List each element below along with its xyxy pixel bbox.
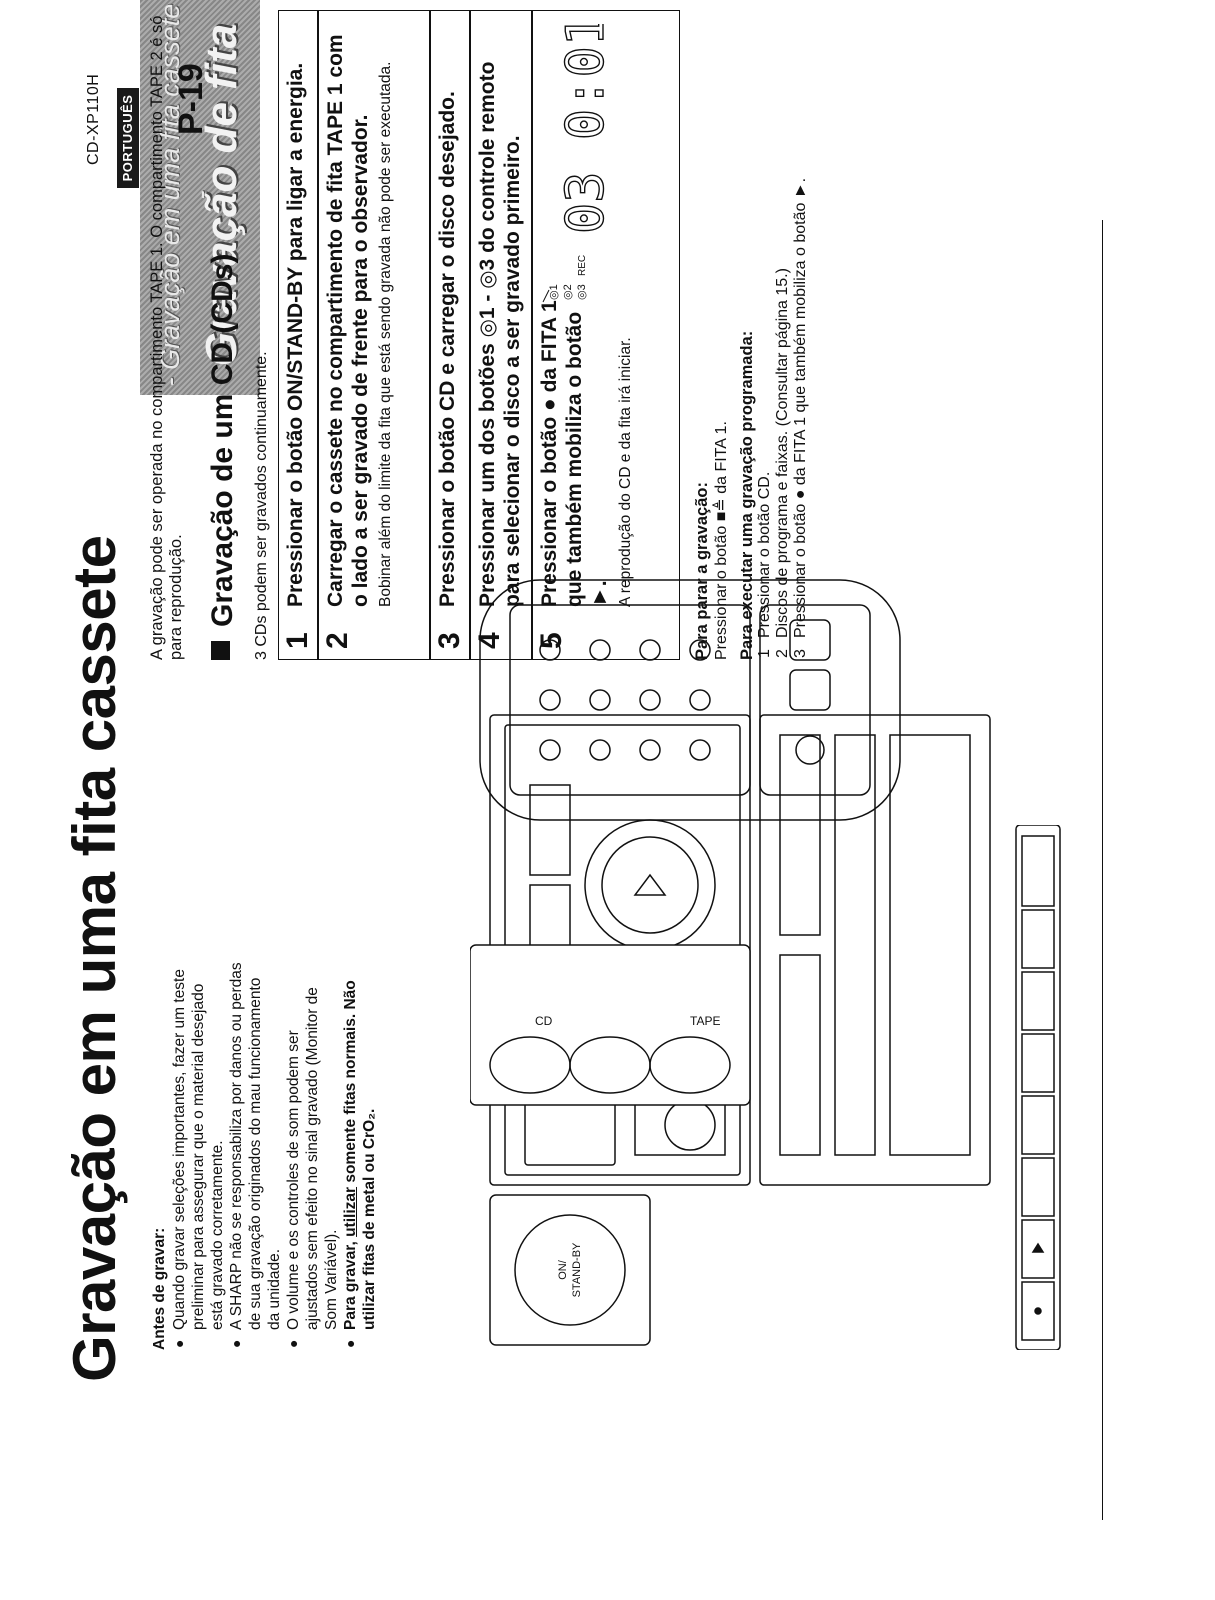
remote-button — [589, 639, 611, 661]
remote-button — [639, 689, 661, 711]
cd-label: CD — [535, 1014, 553, 1028]
bullet-icon: ● — [342, 1339, 358, 1348]
step-text: Pressionar o botão ● da FITA 1 que també… — [538, 300, 611, 607]
tape-door-1 — [779, 954, 821, 1156]
remote-button-disc1 — [539, 739, 561, 761]
step-text: Pressionar o botão ON/STAND-BY para liga… — [284, 62, 307, 607]
remote-button — [639, 739, 661, 761]
remote-volume-button — [789, 619, 831, 661]
step-number: 4 — [473, 632, 506, 649]
dial-left — [664, 1099, 716, 1151]
cd-recording-heading: Gravação de um CD (CDs) — [206, 254, 240, 660]
step-number: 5 — [535, 632, 568, 649]
bullet-icon: ● — [285, 1339, 301, 1348]
deck-stop2-button — [1021, 835, 1055, 907]
deck-forward-button — [1021, 1095, 1055, 1155]
disc2-indicator: ◎2 — [562, 284, 574, 300]
bullet-icon: ● — [171, 1339, 187, 1348]
cd-recording-note: 3 CDs podem ser gravados continuamente. — [253, 351, 270, 660]
unit-lower-panel — [759, 714, 991, 1186]
remote-button — [689, 639, 711, 661]
intro-text: A gravação pode ser operada no compartim… — [148, 15, 185, 660]
remote-control-illustration — [479, 579, 901, 821]
remote-button — [689, 689, 711, 711]
model-number: CD-XP110H — [85, 73, 102, 165]
deck-button-strip — [1015, 825, 1061, 1350]
blink-mark-icon — [542, 289, 550, 303]
cd-door — [834, 734, 876, 1156]
note-bullet-bold: ●Para gravar, utilizar somente fitas nor… — [342, 980, 378, 1348]
note-bullet: ●A SHARP não se responsabiliza por danos… — [228, 962, 283, 1348]
remote-body — [479, 579, 901, 821]
step-box-1: 1 Pressionar o botão ON/STAND-BY para li… — [278, 10, 318, 660]
note-bullet: ●Quando gravar seleções importantes, faz… — [171, 969, 226, 1348]
footer-rule — [1102, 220, 1103, 1520]
deck-record-button — [1021, 1281, 1055, 1341]
remote-button — [689, 739, 711, 761]
remote-button — [589, 739, 611, 761]
step-text: Pressionar o botão CD e carregar o disco… — [436, 91, 459, 607]
bullet-icon: ● — [228, 1339, 244, 1348]
step-box-5: 5 Pressionar o botão ● da FITA 1 que tam… — [532, 10, 680, 660]
speaker-grill — [889, 734, 971, 1156]
tape-label: TAPE — [690, 1014, 720, 1028]
power-button-large — [514, 1214, 626, 1326]
deck-play2-button — [1021, 909, 1055, 969]
remote-power-button — [795, 735, 825, 765]
rec-indicator: REC — [577, 255, 588, 276]
lcd-readout: 03 0:01 — [556, 24, 616, 234]
remote-button-disc3 — [539, 639, 561, 661]
tape-button — [649, 1036, 731, 1094]
power-callout — [489, 1194, 651, 1346]
remote-button-disc2 — [539, 689, 561, 711]
play-icon — [1031, 1242, 1045, 1253]
disc3-indicator: ◎3 — [576, 284, 588, 300]
before-heading: Antes de gravar: — [151, 1227, 168, 1350]
power-button-label-2: STAND-BY — [571, 1242, 583, 1297]
volume-knob-inner — [601, 836, 699, 934]
disc1-indicator: ◎1 — [548, 284, 560, 300]
remote-button — [639, 639, 661, 661]
remote-button — [589, 689, 611, 711]
tape-door-2 — [779, 734, 821, 936]
knob-arrow-icon — [633, 873, 667, 896]
record-icon — [1034, 1307, 1042, 1315]
stop-recording-text: Pressionar o botão ■≜ da FITA 1. — [713, 421, 730, 660]
note-bullet: ●O volume e os controles de som podem se… — [285, 987, 340, 1348]
language-badge: PORTUGUÊS — [117, 88, 139, 188]
step-box-4: 4 Pressionar um dos botões ◎1 - ◎3 do co… — [470, 10, 532, 660]
programmed-recording-heading: Para executar uma gravação programada: — [738, 330, 756, 660]
button-callout — [470, 944, 751, 1106]
step-subtext: Bobinar além do limite da fita que está … — [377, 61, 394, 607]
before-recording-notes: Antes de gravar: ●Quando gravar seleções… — [150, 960, 379, 1350]
step-number: 1 — [281, 632, 314, 649]
stop-recording-heading: Para parar a gravação: — [693, 482, 711, 660]
deck-play-button — [1021, 1219, 1055, 1279]
step-number: 3 — [433, 632, 466, 649]
remote-lower-panel — [759, 604, 871, 796]
stereo-unit-illustration: CD TAPE ON/ STAND-BY — [470, 714, 991, 1346]
square-bullet-icon — [211, 641, 230, 660]
page-title: Gravação em uma fita cassete — [61, 535, 128, 1382]
lcd-display-illustration: ◎1 ◎2 ◎3 REC 03 0:01 — [542, 24, 617, 303]
deck-rewind-button — [1021, 1157, 1055, 1217]
tape-deck-buttons-illustration — [1015, 825, 1061, 1350]
deck-pause-button — [1021, 971, 1055, 1031]
step-text: Carregar o cassete no compartimento de f… — [324, 34, 372, 607]
deck-stop-button — [1021, 1033, 1055, 1093]
step-text: Pressionar um dos botões ◎1 - ◎3 do cont… — [476, 61, 524, 607]
step-box-2: 2 Carregar o cassete no compartimento de… — [318, 10, 430, 660]
step-box-3: 3 Pressionar o botão CD e carregar o dis… — [430, 10, 470, 660]
remote-tape-button — [789, 669, 831, 711]
tape-well-2 — [529, 784, 571, 876]
power-button-label: ON/ — [557, 1259, 569, 1280]
remote-button-panel — [509, 604, 751, 796]
step-number: 2 — [321, 632, 354, 649]
